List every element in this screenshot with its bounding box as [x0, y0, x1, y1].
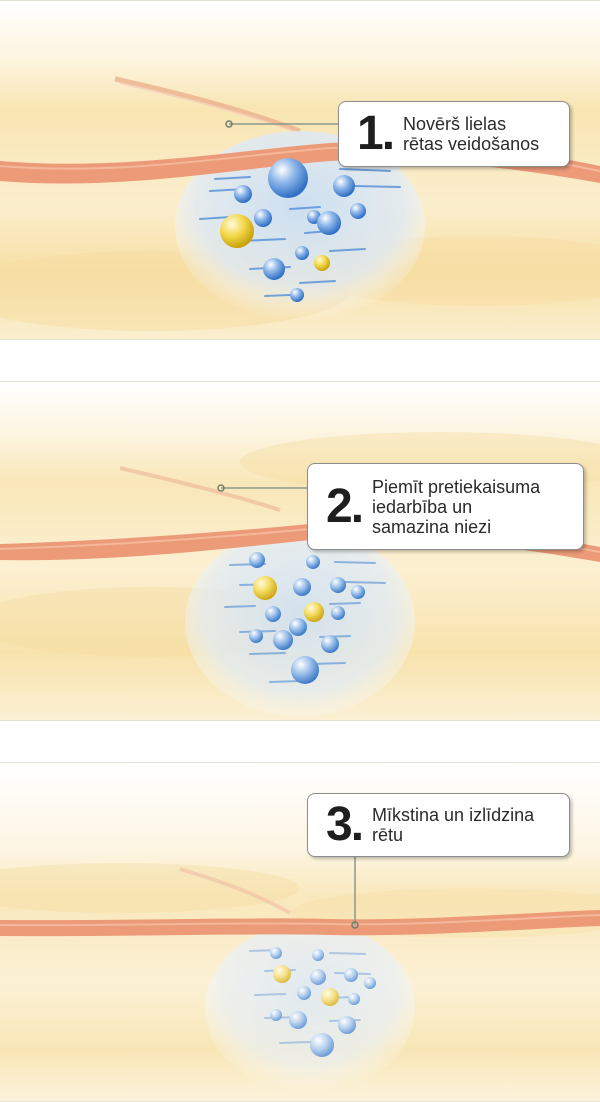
step-3-panel: 3. Mīkstina un izlīdzina rētu [0, 762, 600, 1102]
step-number: 2. [326, 479, 364, 533]
step-1-panel: 1. Novērš lielas rētas veidošanos [0, 0, 600, 340]
bubbles [270, 947, 376, 1057]
step-text: Mīkstina un izlīdzina rētu [372, 805, 535, 845]
step-text: Novērš lielas rētas veidošanos [403, 114, 540, 154]
step-text: Piemīt pretiekaisuma iedarbība un samazi… [372, 476, 541, 537]
step-3-callout: 3. Mīkstina un izlīdzina rētu [307, 793, 570, 857]
step-2-callout: 2. Piemīt pretiekaisuma iedarbība un sam… [307, 463, 584, 550]
step-number: 1. [357, 107, 395, 160]
step-1-callout: 1. Novērš lielas rētas veidošanos [338, 101, 570, 167]
step-2-panel: 2. Piemīt pretiekaisuma iedarbība un sam… [0, 381, 600, 721]
skin-illustration-1 [0, 1, 600, 339]
step-number: 3. [326, 798, 364, 851]
skin-illustration-2 [0, 382, 600, 720]
gel-area [205, 923, 415, 1093]
bubbles [249, 552, 365, 684]
bubbles [220, 158, 366, 302]
